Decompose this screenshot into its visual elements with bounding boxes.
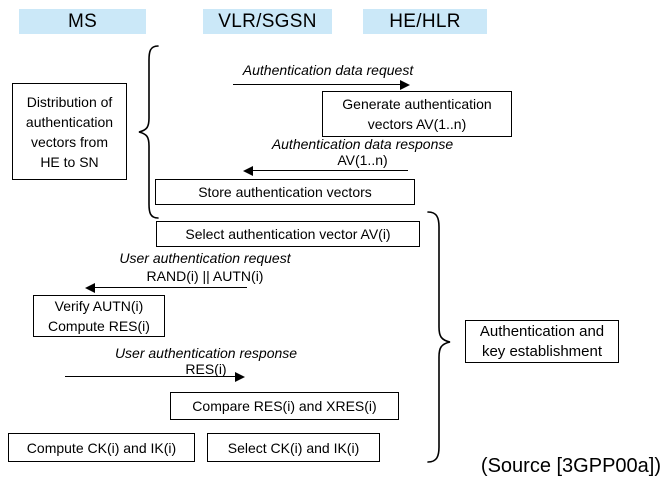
right-phase-brace [424,210,456,466]
source-citation: (Source [3GPP00a]) [480,455,661,477]
store-vectors-box: Store authentication vectors [155,179,415,205]
compute-ck-ik-box: Compute CK(i) and IK(i) [8,433,195,462]
verify-compute-box: Verify AUTN(i) Compute RES(i) [33,295,165,337]
msg-auth-data-request-label: Authentication data request [242,62,414,78]
msg-auth-data-response-label: Authentication data response [271,136,454,152]
select-vector-box: Select authentication vector AV(i) [156,221,420,247]
arrow-shaft [251,170,408,171]
generate-vectors-box: Generate authentication vectors AV(1..n) [322,91,512,137]
arrowhead-left-icon [243,166,253,176]
msg-auth-data-response-arrow [243,165,408,177]
msg-auth-data-request-arrow [233,79,410,91]
lane-header-he-hlr: HE/HLR [363,9,487,34]
compare-res-box: Compare RES(i) and XRES(i) [170,392,399,420]
msg-user-auth-response-payload: RES(i) [185,361,227,377]
lane-header-vlr-sgsn: VLR/SGSN [203,9,332,34]
auth-key-establishment-box: Authentication and key establishment [465,320,619,363]
msg-user-auth-request-label: User authentication request [119,250,291,266]
select-ck-ik-box: Select CK(i) and IK(i) [207,433,380,462]
arrowhead-left-icon [85,283,95,293]
msg-user-auth-response-label: User authentication response [114,345,298,361]
arrowhead-right-icon [400,80,410,90]
msg-user-auth-request-payload: RAND(i) || AUTN(i) [146,268,264,284]
distribution-phase-box: Distribution of authentication vectors f… [12,83,127,180]
arrow-shaft [93,287,247,288]
lane-header-he-hlr-label: HE/HLR [389,10,461,32]
left-phase-brace [136,44,162,220]
lane-header-ms: MS [19,9,146,34]
lane-header-ms-label: MS [67,10,98,32]
msg-user-auth-response-arrow [65,371,245,383]
arrow-shaft [233,84,402,85]
msg-user-auth-request-arrow [85,282,247,294]
msg-auth-data-response-payload: AV(1..n) [337,152,388,168]
arrowhead-right-icon [235,372,245,382]
arrow-shaft [65,376,237,377]
lane-header-vlr-sgsn-label: VLR/SGSN [218,10,317,32]
